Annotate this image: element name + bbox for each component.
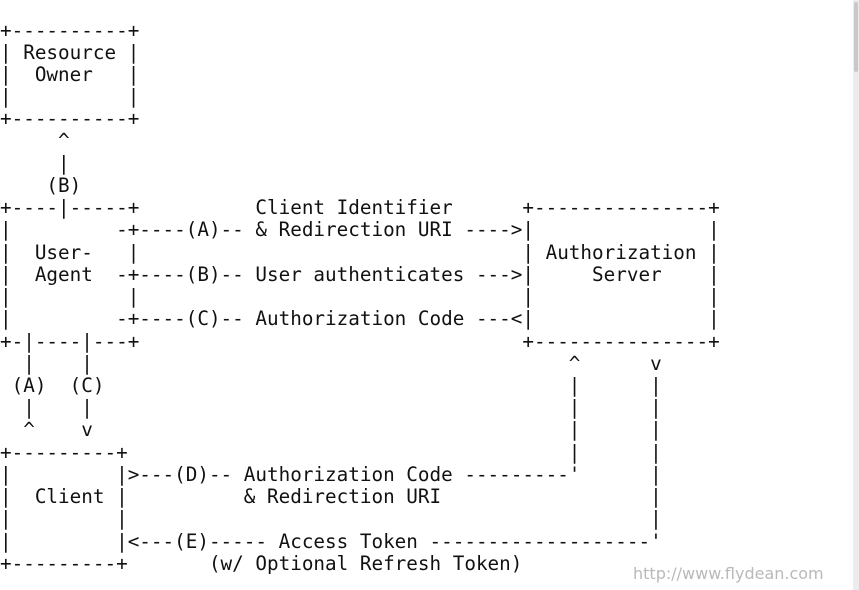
diagram-line-03: | Owner |: [0, 63, 140, 86]
diagram-line-23: | | |: [0, 507, 662, 530]
diagram-line-15: +-|----|---+ +---------------+: [0, 330, 720, 353]
diagram-line-22: | Client | & Redirection URI |: [0, 485, 662, 508]
diagram-line-21: | |>---(D)-- Authorization Code --------…: [0, 463, 662, 486]
diagram-line-07: |: [0, 152, 70, 175]
diagram-line-05: +----------+: [0, 107, 140, 130]
vertical-scrollbar[interactable]: [853, 0, 859, 590]
diagram-line-08: (B): [0, 174, 82, 197]
diagram-line-24: | |<---(E)----- Access Token -----------…: [0, 530, 662, 553]
diagram-line-14: | -+----(C)-- Authorization Code ---<| |: [0, 307, 720, 330]
diagram-line-09: +----|-----+ Client Identifier +--------…: [0, 196, 720, 219]
diagram-line-13: | | | |: [0, 285, 720, 308]
scrollbar-thumb[interactable]: [854, 2, 858, 72]
diagram-line-18: | | | |: [0, 396, 662, 419]
diagram-line-10: | -+----(A)-- & Redirection URI ---->| |: [0, 218, 720, 241]
diagram-line-17: (A) (C) | |: [0, 374, 662, 397]
diagram-line-19: ^ v | |: [0, 418, 662, 441]
diagram-line-16: | | ^ v: [0, 352, 662, 375]
diagram-line-04: | |: [0, 85, 140, 108]
diagram-line-02: | Resource |: [0, 41, 140, 64]
watermark-url: http://www.flydean.com: [633, 564, 824, 583]
diagram-line-12: | Agent -+----(B)-- User authenticates -…: [0, 263, 720, 286]
diagram-line-25: +---------+ (w/ Optional Refresh Token): [0, 552, 523, 575]
diagram-line-06: ^: [0, 129, 70, 152]
diagram-line-20: +---------+ | |: [0, 441, 662, 464]
diagram-line-01: +----------+: [0, 19, 140, 42]
diagram-line-11: | User- | | Authorization |: [0, 241, 720, 264]
